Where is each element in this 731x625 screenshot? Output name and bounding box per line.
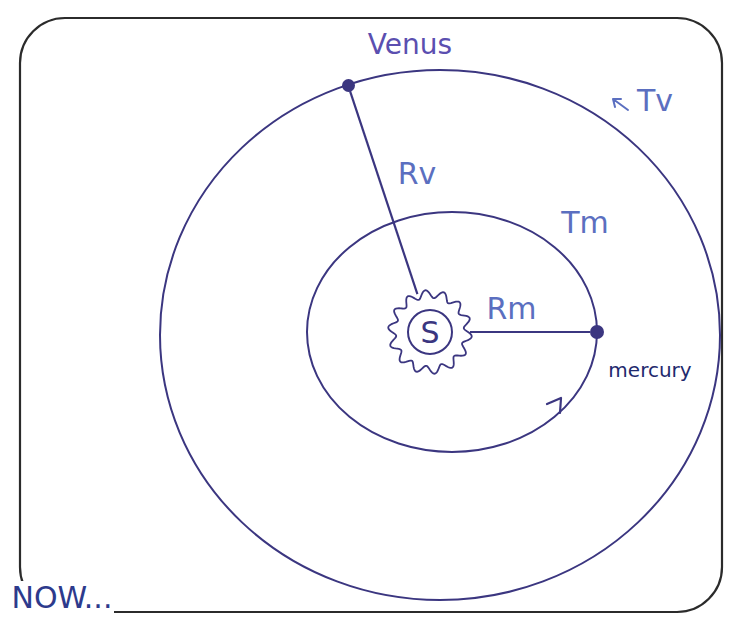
planet-name: Venus: [368, 30, 452, 61]
planet-name: mercury: [608, 359, 691, 381]
radius-label: Rm: [483, 292, 539, 325]
period-label: Tm: [559, 206, 611, 239]
radius-label: Rv: [395, 157, 440, 190]
sun-circle: S: [382, 284, 478, 380]
planet-dot: Venus: [342, 79, 355, 92]
venus-orbit: [160, 70, 720, 600]
note-text: NOW...: [10, 581, 115, 614]
radius-line: [350, 91, 417, 294]
radius-line: [470, 331, 590, 333]
planet-dot: mercury: [590, 325, 604, 339]
sun-rays: [388, 290, 471, 373]
pointer-arrow: [613, 99, 628, 110]
orbit-arrow: [547, 398, 561, 413]
mercury-orbit: [307, 212, 597, 452]
period-label: Tv: [635, 84, 675, 117]
frame: [20, 18, 722, 612]
sun-core: [408, 310, 452, 354]
sun-label: S: [420, 316, 439, 349]
